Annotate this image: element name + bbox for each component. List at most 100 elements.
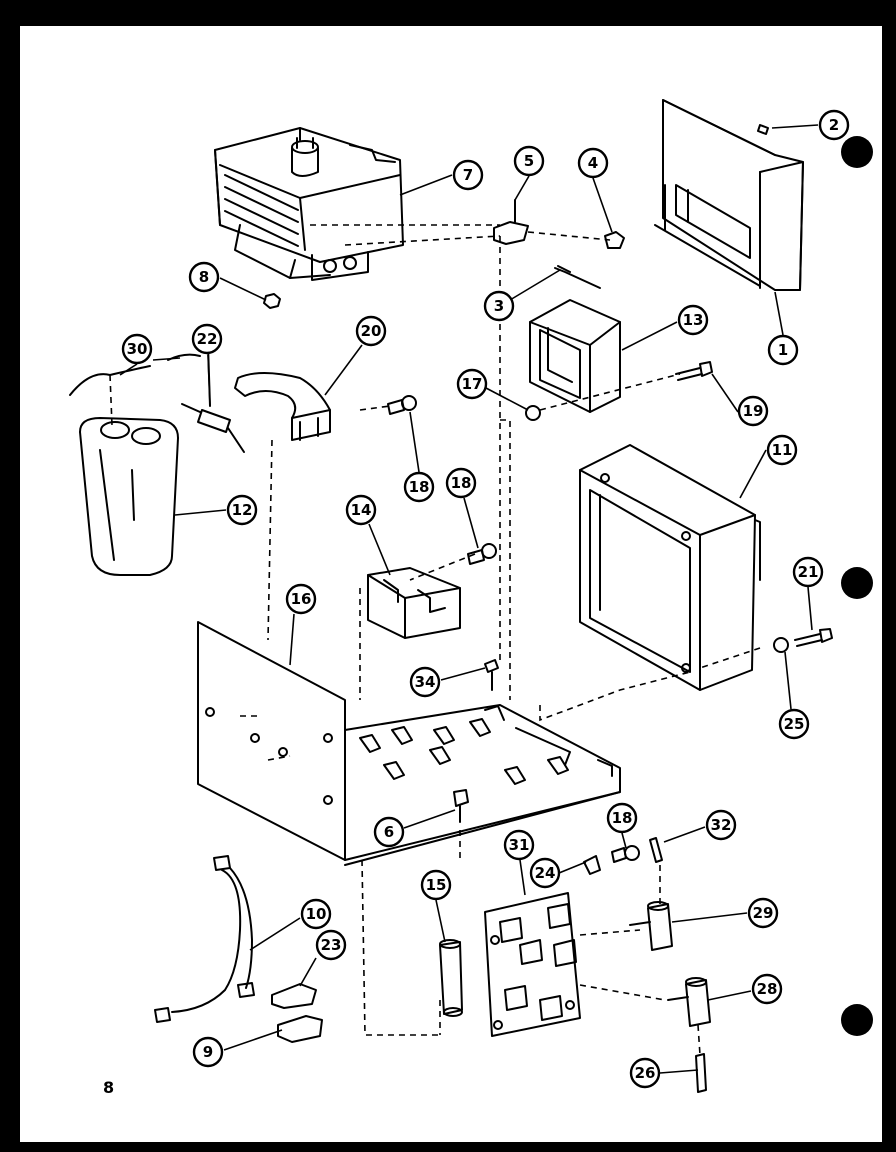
part-25-washer	[773, 637, 789, 653]
callout-c2: 2	[818, 109, 850, 141]
part-34-screw	[484, 659, 499, 691]
callout-label: 15	[426, 876, 447, 894]
leader-lines	[119, 124, 819, 1074]
callout-circle	[121, 333, 153, 365]
callout-c15: 15	[420, 869, 452, 901]
callout-label: 11	[772, 441, 793, 459]
part-14-relay	[367, 567, 461, 639]
part-28-thermal-cutout	[667, 977, 711, 1027]
callout-circle	[503, 829, 535, 861]
callout-c4: 4	[577, 147, 609, 179]
callout-label: 5	[524, 152, 534, 170]
binder-hole-bottom	[841, 1004, 873, 1036]
callout-c13: 13	[677, 304, 709, 336]
callout-c6: 6	[373, 816, 405, 848]
callout-label: 29	[753, 904, 774, 922]
part-9-connector	[277, 1015, 323, 1043]
callout-c26: 26	[629, 1057, 661, 1089]
callout-label: 32	[711, 816, 732, 834]
part-2-screw	[757, 124, 769, 135]
callout-c9: 9	[192, 1036, 224, 1068]
callout-label: 14	[351, 501, 372, 519]
callout-label: 28	[757, 980, 778, 998]
callout-c20: 20	[355, 315, 387, 347]
callout-label: 22	[197, 330, 218, 348]
part-13-choke	[529, 299, 621, 413]
callout-c29: 29	[747, 897, 779, 929]
callout-label: 30	[127, 340, 148, 358]
binder-hole-middle	[841, 567, 873, 599]
part-19-screw	[675, 361, 713, 381]
callout-c5: 5	[513, 145, 545, 177]
callout-c19: 19	[737, 395, 769, 427]
callout-circle	[751, 973, 783, 1005]
callout-label: 1	[778, 341, 788, 359]
callout-circle	[192, 1036, 224, 1068]
part-3-pin	[554, 265, 601, 289]
callout-circle	[300, 898, 332, 930]
part-8-nut	[263, 293, 281, 309]
part-29-thermal-cutout	[629, 901, 673, 951]
callout-circle	[818, 109, 850, 141]
callout-label: 23	[321, 936, 342, 954]
callout-label: 17	[462, 375, 483, 393]
callout-c1: 1	[767, 334, 799, 366]
callout-circle	[747, 897, 779, 929]
callout-circle	[452, 159, 484, 191]
callout-label: 13	[683, 311, 704, 329]
part-12-capacitor	[79, 417, 179, 576]
callout-circle	[355, 315, 387, 347]
callout-c12: 12	[226, 494, 258, 526]
part-18-screw-lower	[611, 845, 640, 863]
part-7-magnetron	[214, 127, 404, 281]
callout-label: 3	[494, 297, 504, 315]
callout-c3: 3	[483, 290, 515, 322]
callout-label: 7	[463, 166, 473, 184]
callout-circle	[315, 929, 347, 961]
callout-c31: 31	[503, 829, 535, 861]
callout-c17: 17	[456, 368, 488, 400]
part-32-resistor	[649, 837, 663, 863]
callout-label: 31	[509, 836, 530, 854]
part-6-screw	[453, 789, 469, 823]
part-15-fuse	[439, 939, 463, 1017]
callout-c8: 8	[188, 261, 220, 293]
callout-circle	[606, 802, 638, 834]
callout-label: 34	[415, 673, 436, 691]
callout-c7: 7	[452, 159, 484, 191]
part-17-nut	[525, 405, 541, 421]
callout-c11: 11	[766, 434, 798, 466]
callout-c30: 30	[121, 333, 153, 365]
callout-label: 12	[232, 501, 253, 519]
callout-label: 2	[829, 116, 839, 134]
page-number: 8	[103, 1078, 114, 1097]
callout-label: 18	[409, 478, 430, 496]
callout-circle	[456, 368, 488, 400]
callout-circle	[529, 857, 561, 889]
callout-circle	[766, 434, 798, 466]
part-24-clip	[583, 855, 601, 875]
callout-circle	[767, 334, 799, 366]
callout-label: 19	[743, 402, 764, 420]
callout-label: 8	[199, 268, 209, 286]
part-16-chassis-plate	[197, 621, 621, 866]
callout-c25: 25	[778, 708, 810, 740]
part-4-connector	[604, 231, 625, 249]
part-18-screw-middle	[467, 543, 497, 565]
callout-circle	[191, 323, 223, 355]
callout-c34: 34	[409, 666, 441, 698]
part-18-screw-upper	[387, 395, 417, 415]
callout-circle	[513, 145, 545, 177]
callout-label: 26	[635, 1064, 656, 1082]
part-20-strap	[234, 372, 331, 441]
part-1-cover-bracket	[654, 99, 804, 291]
callout-circle	[188, 261, 220, 293]
callout-label: 9	[203, 1043, 213, 1061]
callout-c16: 16	[285, 583, 317, 615]
callout-circle	[737, 395, 769, 427]
callout-circle	[577, 147, 609, 179]
callout-c14: 14	[345, 494, 377, 526]
part-23-connector	[271, 983, 317, 1009]
part-31-circuit-board	[484, 892, 581, 1037]
